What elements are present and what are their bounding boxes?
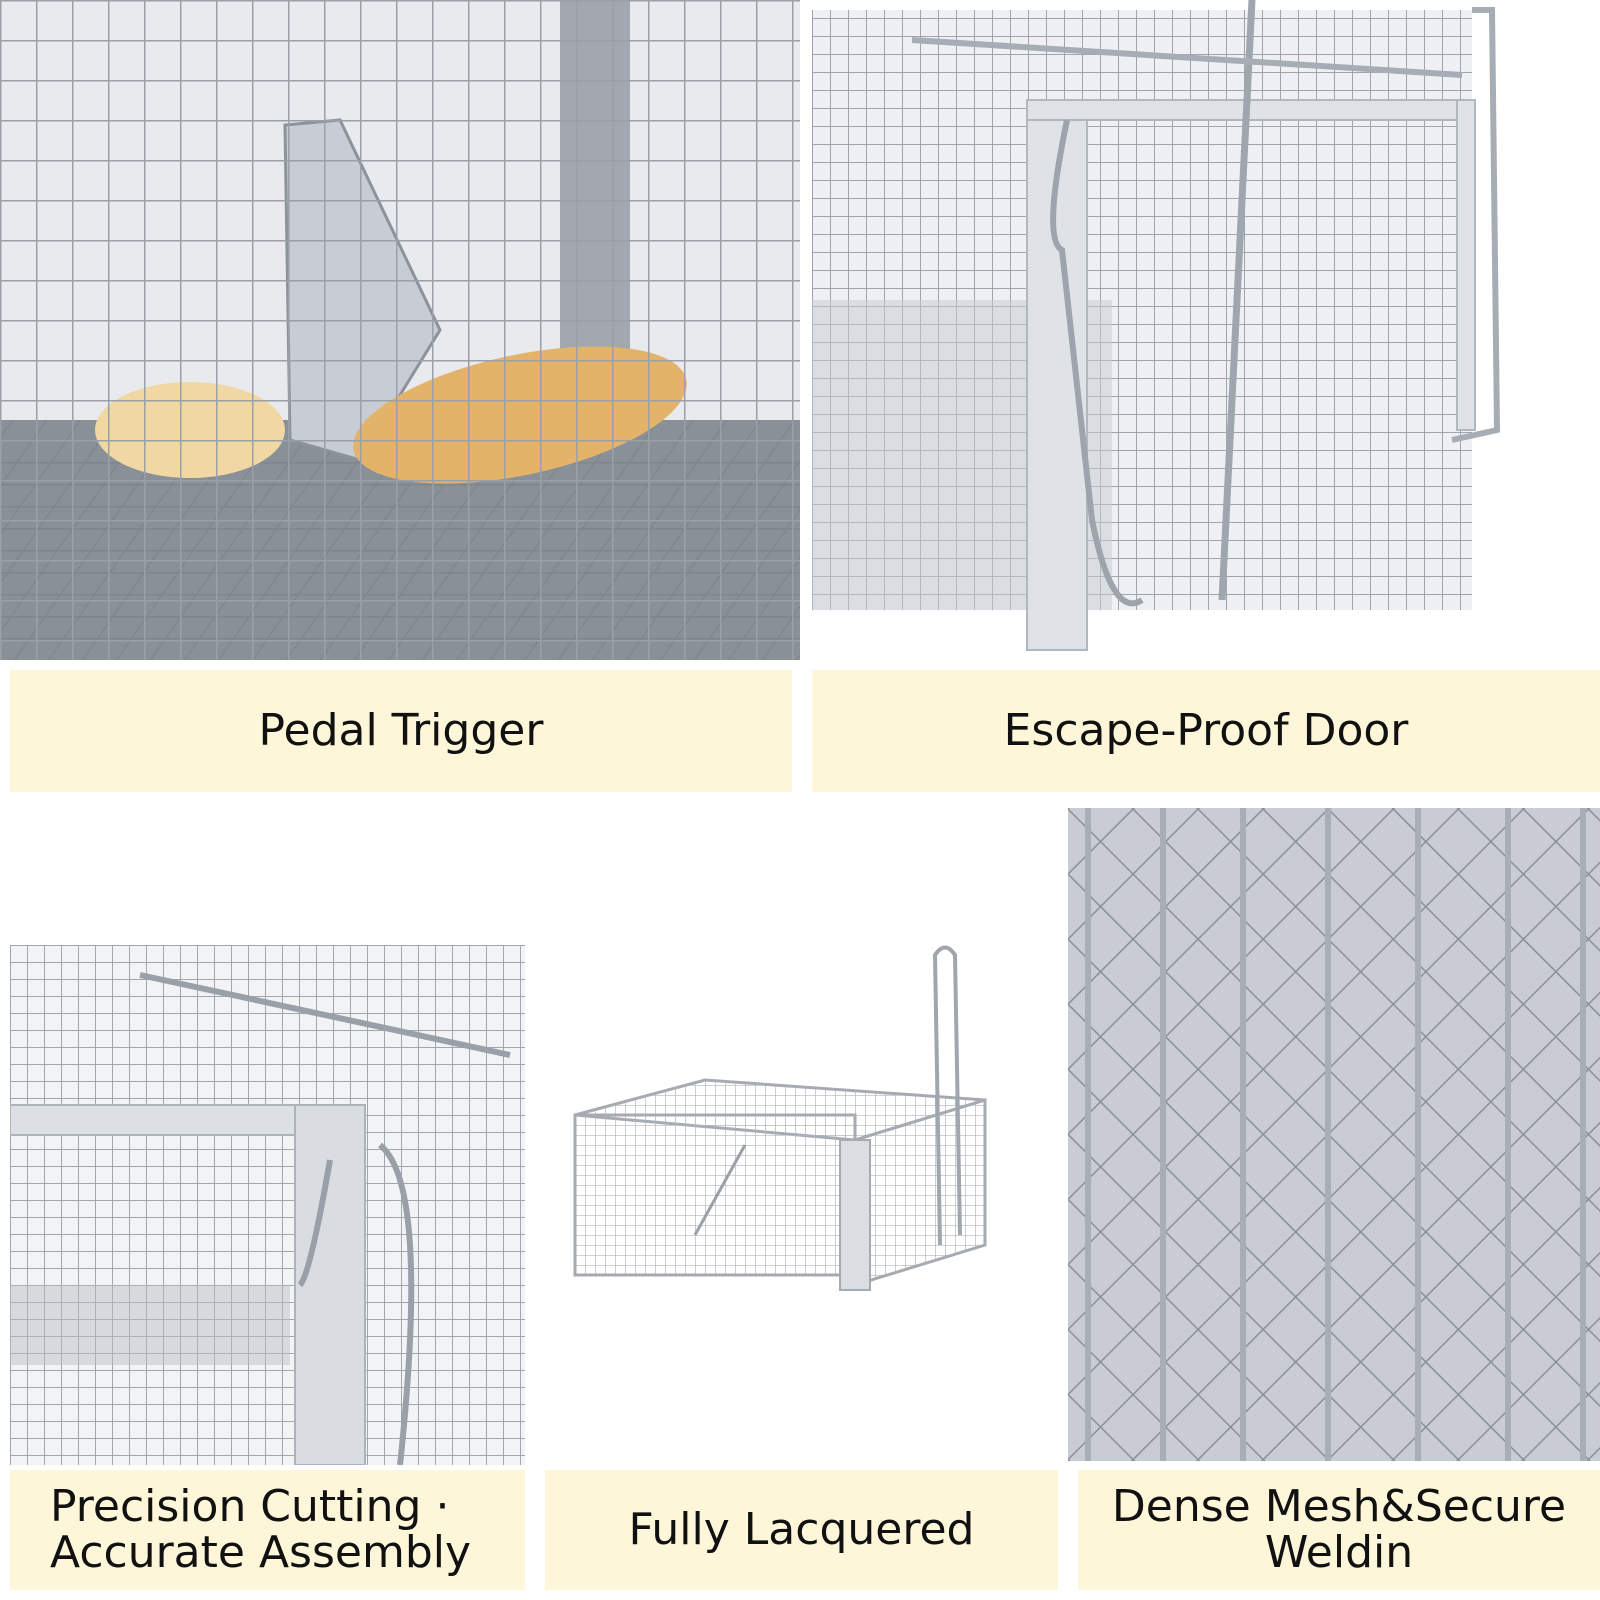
caption-escape-proof-door: Escape-Proof Door xyxy=(812,670,1600,792)
caption-pedal-trigger: Pedal Trigger xyxy=(10,670,792,792)
precision-cutting-photo xyxy=(10,945,525,1465)
caption-dense-mesh-line1: Dense Mesh&Secure xyxy=(1111,1481,1567,1532)
caption-precision-line1: Precision Cutting · xyxy=(50,1481,450,1532)
caption-escape-proof-door-text: Escape-Proof Door xyxy=(1003,705,1409,756)
caption-fully-lacquered-text: Fully Lacquered xyxy=(628,1504,975,1555)
caption-dense-mesh: Dense Mesh&Secure Weldin xyxy=(1078,1470,1600,1590)
caption-precision-line2: Accurate Assembly xyxy=(50,1527,472,1578)
pedal-trigger-photo xyxy=(0,0,800,660)
dense-mesh-photo xyxy=(1068,808,1600,1461)
caption-fully-lacquered: Fully Lacquered xyxy=(545,1470,1058,1590)
escape-proof-door-photo xyxy=(812,0,1600,660)
fully-lacquered-photo xyxy=(545,945,1045,1445)
caption-dense-mesh-line2: Weldin xyxy=(1264,1527,1414,1578)
caption-pedal-trigger-text: Pedal Trigger xyxy=(258,705,544,756)
caption-precision-cutting: Precision Cutting · Accurate Assembly xyxy=(10,1470,525,1590)
